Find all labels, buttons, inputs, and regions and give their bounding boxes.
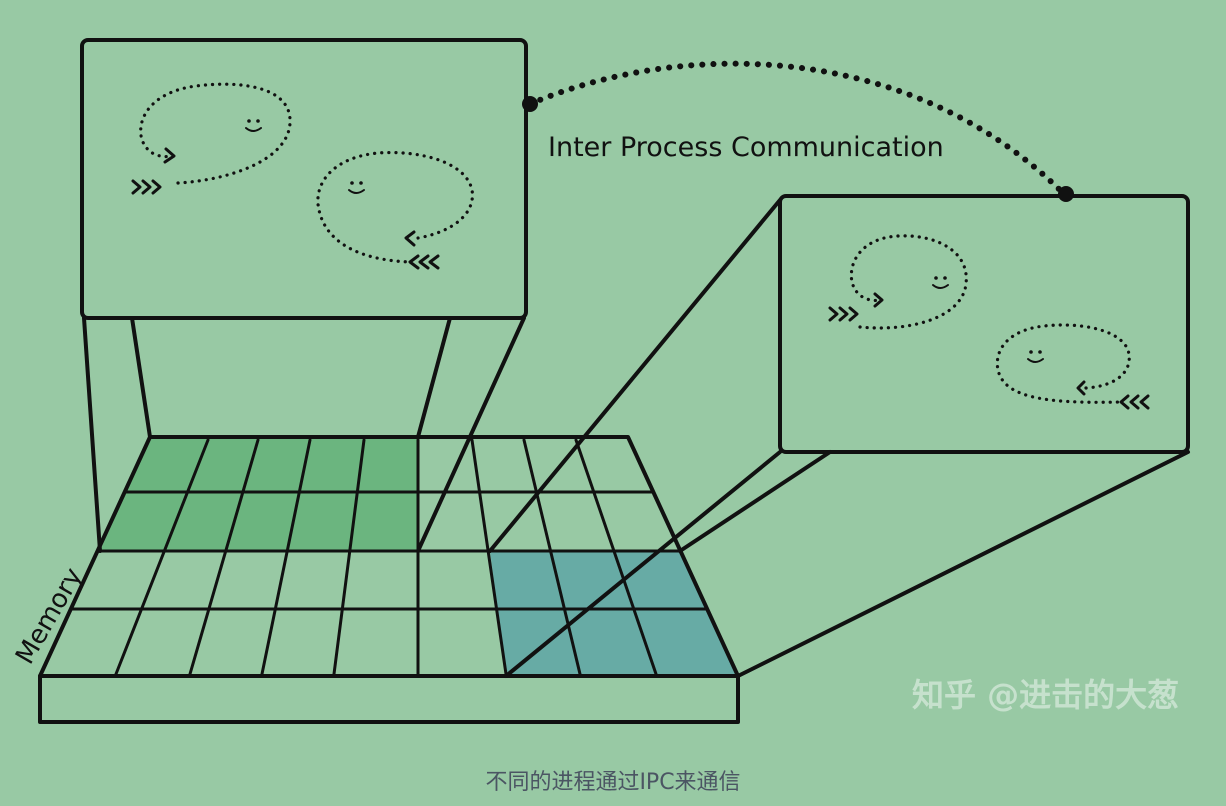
memory-grid-columns [114,438,658,676]
memory-block: Memory [10,435,740,724]
process-b-window [778,194,1190,454]
ipc-endpoint-a [522,96,538,112]
ipc-connection: Inter Process Communication [522,60,1074,202]
ipc-endpoint-b [1058,186,1074,202]
thread-loop [828,234,968,330]
thread-loop [995,323,1150,410]
thread-loop [316,150,474,270]
process-a-window [80,38,528,320]
ipc-diagram: Memory [10,38,1190,724]
process-b-projection [488,198,1190,678]
memory-grid-rows [70,490,708,611]
figure-caption: 不同的进程通过IPC来通信 [485,770,741,795]
watermark: 知乎 @进击的大葱 [912,676,1179,714]
process-b-memory-region [490,551,738,676]
thread-loop [131,82,292,195]
memory-front-face [38,674,740,724]
ipc-label: Inter Process Communication [548,132,944,163]
process-a-memory-region [100,437,418,551]
process-a-projection [82,316,526,553]
